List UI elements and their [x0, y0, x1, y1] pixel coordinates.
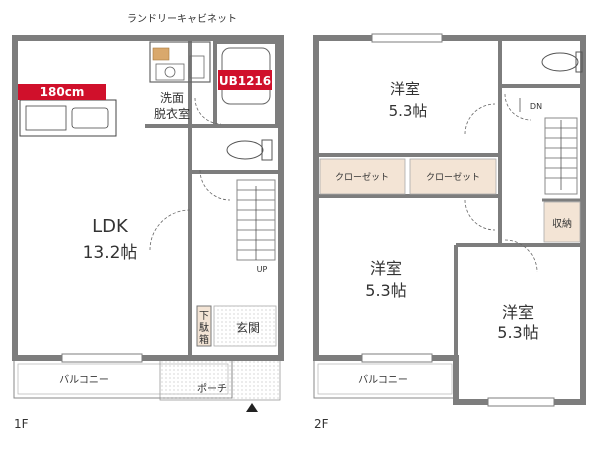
balcony-2f: [313, 359, 457, 399]
closet-right-label: クローゼット: [426, 171, 480, 183]
kitchen-width-badge: [18, 84, 106, 100]
ldk-name: LDK: [92, 216, 129, 237]
room-b-size: 5.3帖: [365, 281, 406, 300]
closet-right: [409, 158, 497, 195]
room-b-name: 洋室: [370, 259, 402, 278]
storage: [543, 201, 581, 243]
closet-left: [319, 158, 406, 195]
storage-label: 収納: [552, 217, 572, 230]
room-c-name: 洋室: [502, 303, 534, 322]
toilet-1f: [226, 140, 264, 160]
closet-left-label: クローゼット: [335, 171, 389, 183]
laundry-cabinet: [149, 41, 211, 83]
outer-wall-2f: [313, 35, 586, 405]
outer-wall-1f: [12, 35, 284, 361]
toilet-2f: [541, 52, 579, 72]
porch-1f: [159, 357, 281, 401]
ldk-size: 13.2帖: [83, 243, 138, 263]
balcony-label-1f: バルコニー: [59, 374, 109, 386]
unit-bath-badge: [218, 70, 272, 90]
shoe-box-label-2: 駄: [199, 321, 209, 334]
floor-2f-label: 2F: [314, 417, 329, 431]
stairs-1f: [236, 179, 276, 261]
stair-down-label: DN: [530, 102, 542, 111]
stairs-2f: [519, 98, 578, 195]
room-a-size: 5.3帖: [389, 102, 428, 120]
washroom-label-2: 脱衣室: [154, 106, 190, 121]
floor-2f: 洋室 5.3帖 クローゼット クローゼット DN 収納 洋室 5.3帖 洋室 5…: [313, 33, 586, 431]
kitchen-counter: [19, 99, 117, 137]
entrance-label: 玄関: [236, 320, 260, 335]
balcony-label-2f: バルコニー: [358, 374, 408, 386]
laundry-cabinet-label: ランドリーキャビネット: [127, 13, 237, 25]
room-c-size: 5.3帖: [497, 323, 538, 342]
shoe-box-label-3: 箱: [199, 333, 209, 346]
porch-label: ポーチ: [197, 383, 227, 395]
entrance-arrow-icon: [246, 403, 258, 412]
shoe-box-label-1: 下: [199, 311, 209, 322]
room-a-name: 洋室: [390, 80, 420, 98]
washroom-label-1: 洗面: [160, 91, 184, 105]
shoe-box: [196, 305, 212, 347]
stair-up-label: UP: [257, 265, 268, 274]
floor-1f: ランドリーキャビネット 180cm UB1216 洗面 脱衣室 LDK 13.2…: [12, 13, 284, 431]
unit-bath-label: UB1216: [219, 74, 271, 88]
floor-1f-label: 1F: [14, 417, 29, 431]
kitchen-width-label: 180cm: [40, 85, 85, 99]
